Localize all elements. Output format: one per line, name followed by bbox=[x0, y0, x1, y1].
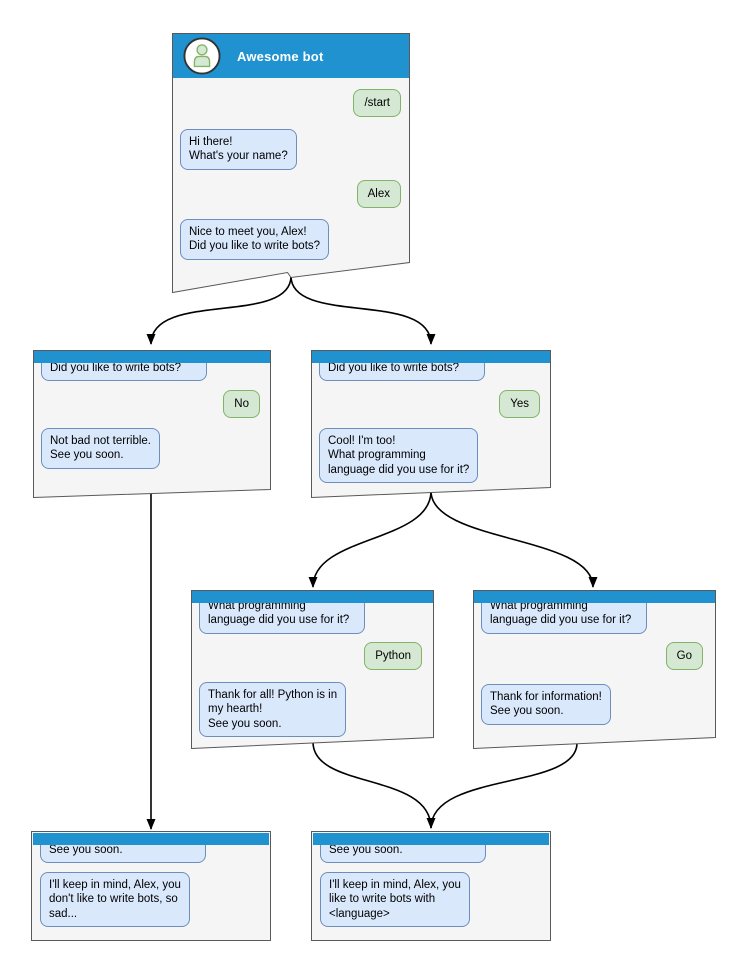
user-message-python: Python bbox=[364, 642, 422, 671]
bot-message-reply: Thank for all! Python is in my hearth! S… bbox=[199, 682, 347, 738]
edge-main-to-branch-yes bbox=[290, 275, 436, 345]
window-titlebar bbox=[192, 591, 433, 603]
chat-window-end-negative: See you soon. I'll keep in mind, Alex, y… bbox=[31, 831, 271, 941]
edge-main-to-branch-no bbox=[146, 275, 292, 345]
edge-branch-yes-to-lang-go bbox=[430, 490, 598, 588]
edge-lang-go-to-end-positive bbox=[430, 742, 578, 829]
window-titlebar bbox=[474, 591, 715, 603]
chat-window-end-positive: See you soon. I'll keep in mind, Alex, y… bbox=[311, 831, 551, 941]
user-message-no: No bbox=[223, 390, 260, 419]
bot-message-reply: Thank for information! See you soon. bbox=[481, 684, 611, 725]
window-titlebar bbox=[33, 833, 269, 845]
person-avatar-icon bbox=[183, 37, 221, 75]
window-titlebar bbox=[312, 351, 550, 363]
bot-title: Awesome bot bbox=[237, 48, 324, 64]
chat-header: Awesome bot bbox=[173, 34, 409, 78]
bot-message-greeting: Hi there! What's your name? bbox=[180, 129, 297, 170]
bot-message-summary: I'll keep in mind, Alex, you like to wri… bbox=[320, 872, 470, 928]
chat-window-lang-python: What programming language did you use fo… bbox=[191, 590, 434, 749]
bot-message-reply: Cool! I'm too! What programming language… bbox=[319, 428, 479, 484]
bot-message-reply: Not bad not terrible. See you soon. bbox=[41, 428, 161, 469]
user-message-yes: Yes bbox=[499, 390, 540, 419]
user-message-name: Alex bbox=[356, 180, 401, 209]
chat-window-branch-yes: Did you like to write bots? Yes Cool! I'… bbox=[311, 350, 551, 498]
user-message-go: Go bbox=[665, 642, 703, 671]
bot-message-summary: I'll keep in mind, Alex, you don't like … bbox=[40, 872, 190, 928]
chat-window-main: Awesome bot /start Hi there! What's your… bbox=[172, 33, 410, 294]
edge-lang-python-to-end-positive bbox=[312, 741, 436, 829]
chat-window-branch-no: Did you like to write bots? No Not bad n… bbox=[33, 350, 271, 498]
chat-window-lang-go: What programming language did you use fo… bbox=[473, 590, 716, 749]
window-titlebar bbox=[313, 833, 549, 845]
user-message-start: /start bbox=[353, 89, 401, 118]
bot-message-question: Nice to meet you, Alex! Did you like to … bbox=[180, 219, 330, 260]
edge-branch-yes-to-lang-python bbox=[308, 490, 432, 588]
window-titlebar bbox=[34, 351, 270, 363]
